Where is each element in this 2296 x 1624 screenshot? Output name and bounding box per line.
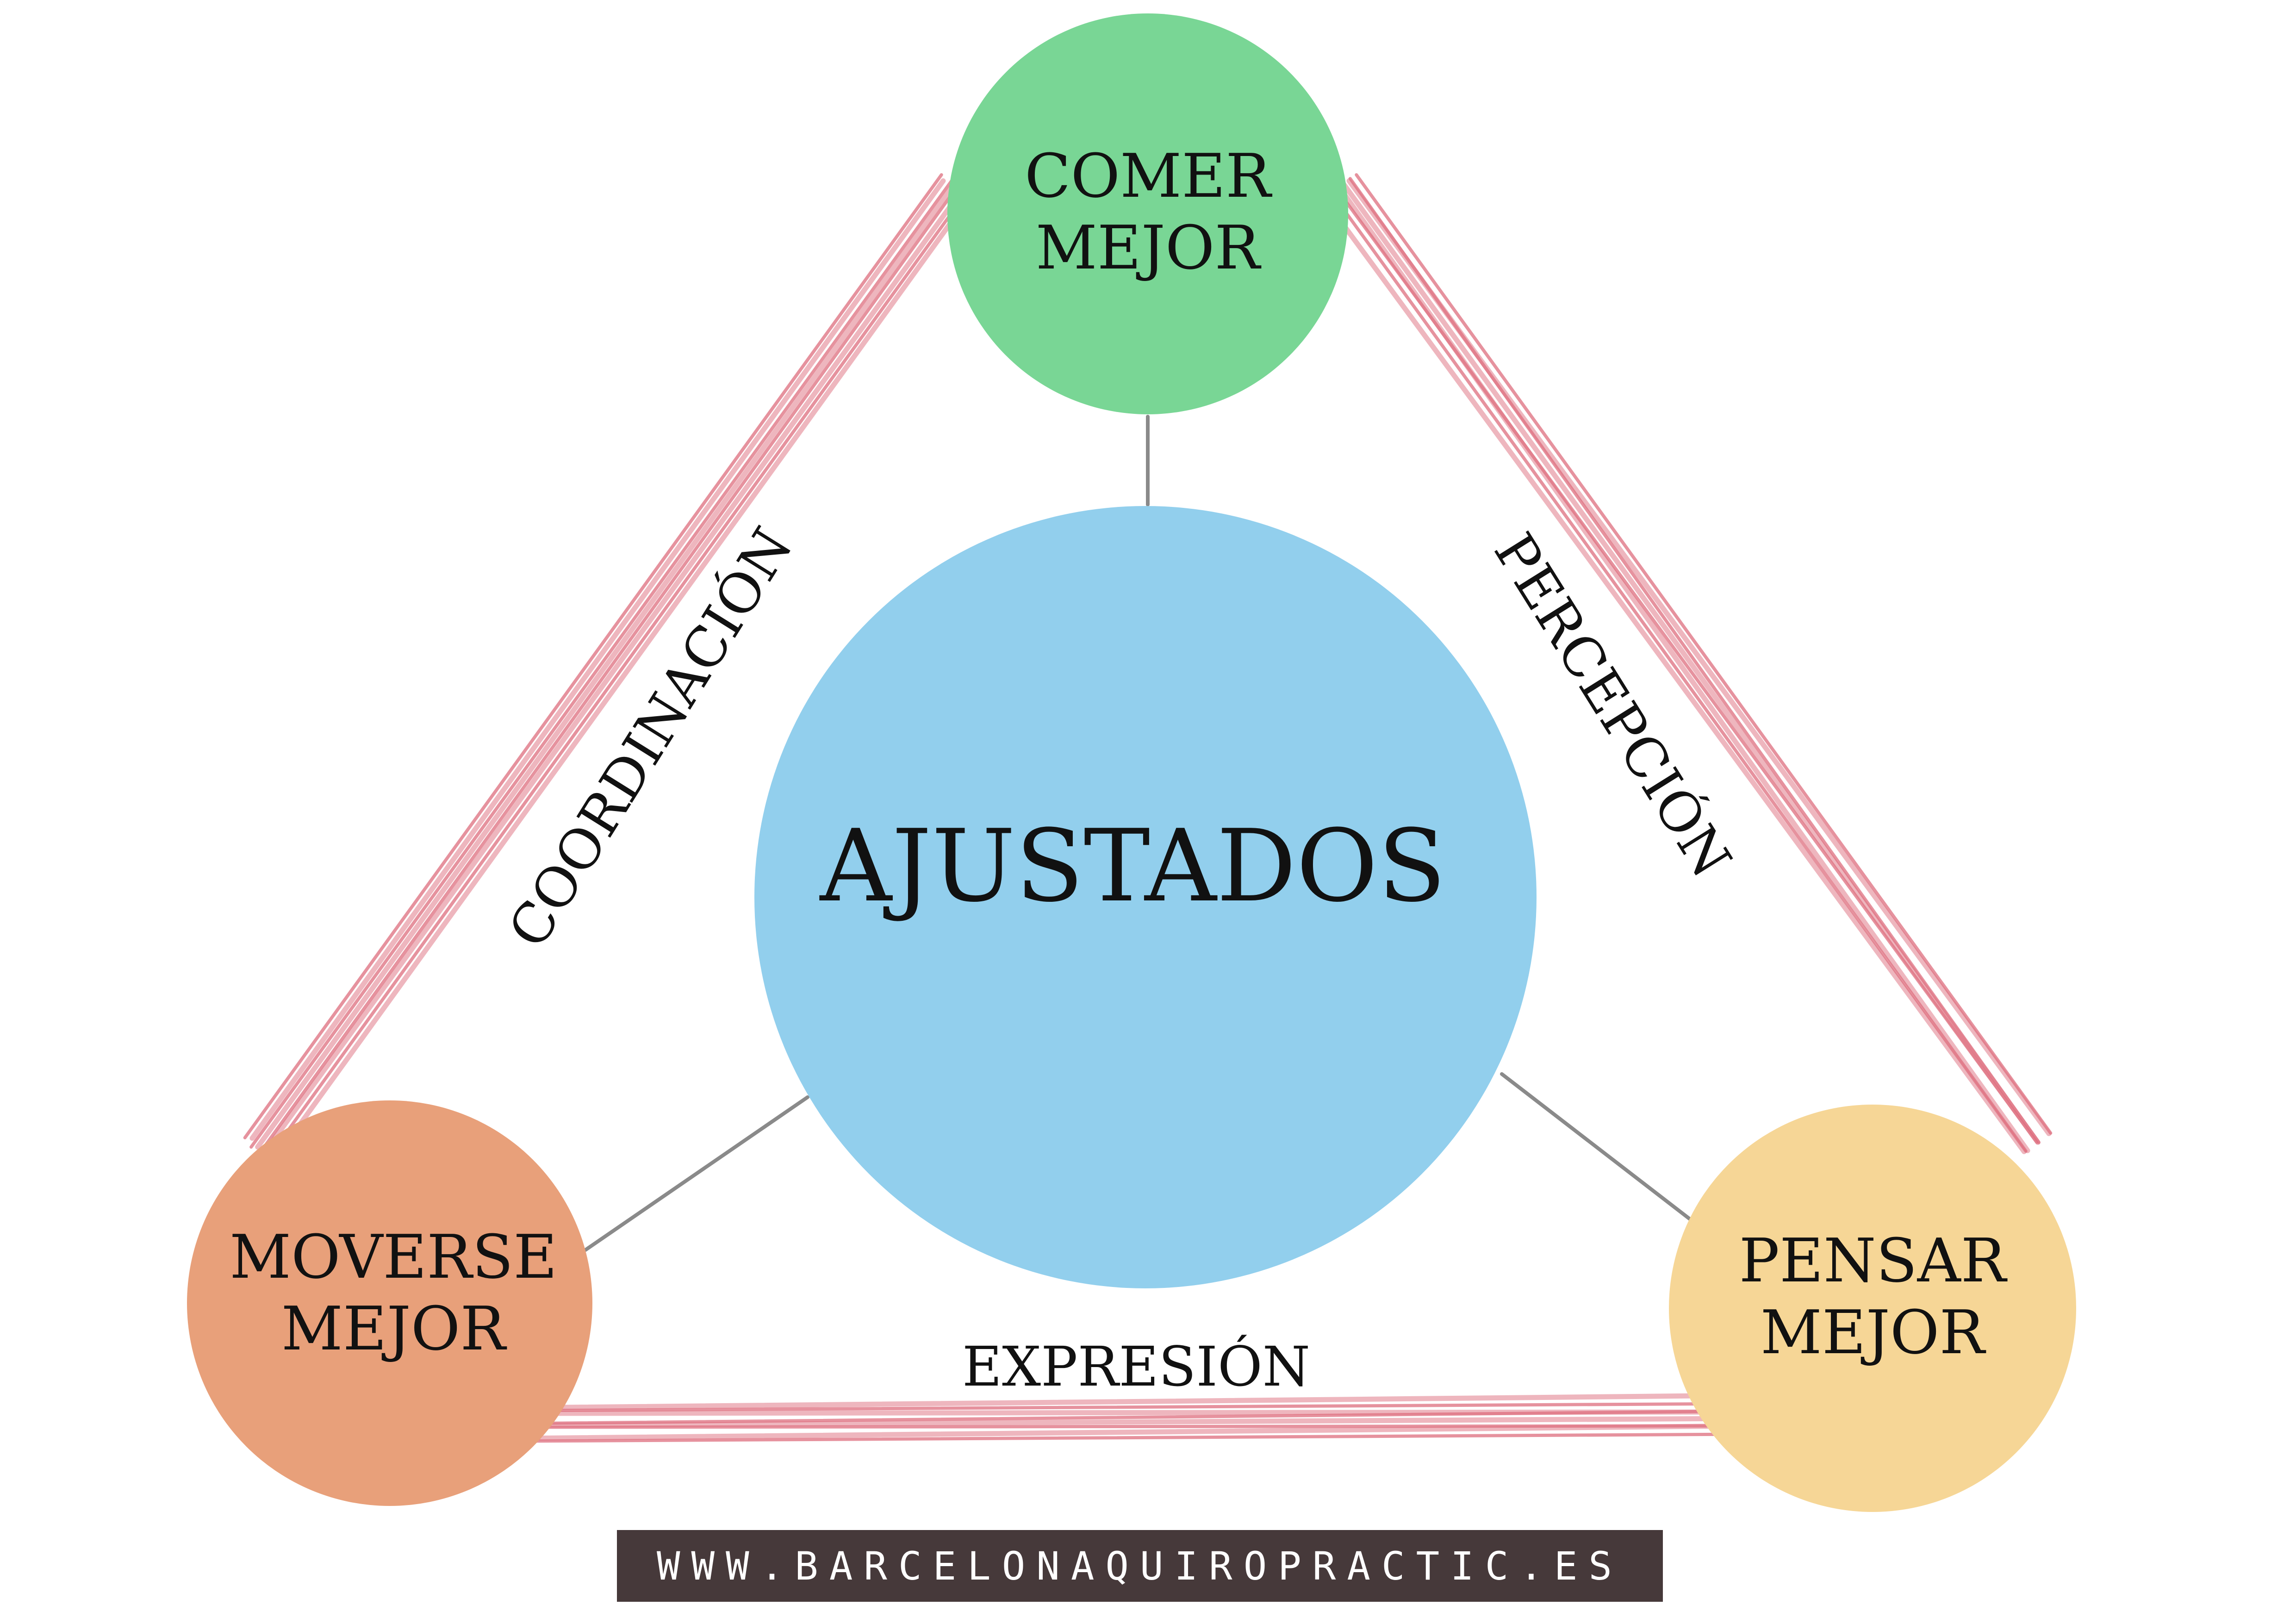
triangle-bottom-stroke — [517, 1423, 1750, 1441]
triangle-right-stroke — [1330, 191, 2028, 1153]
triangle-bottom-stroke — [521, 1402, 1747, 1412]
triangle-bottom-stroke — [520, 1416, 1748, 1428]
node-center-label: AJUSTADOS — [819, 808, 1446, 924]
triangle-left-stroke — [260, 184, 967, 1158]
node-right-label-line-1: PENSAR — [1739, 1225, 2008, 1296]
node-top-label-line-2: MEJOR — [1036, 212, 1262, 283]
triangle-right-stroke — [1341, 181, 2041, 1145]
triangle-left-stroke — [268, 191, 968, 1158]
node-pensar-mejor-circle — [1669, 1105, 2076, 1512]
node-left-label-line-2: MEJOR — [281, 1293, 507, 1364]
node-right-label-line-2: MEJOR — [1761, 1297, 1986, 1368]
website-url-text[interactable]: WWW.BARCELONAQUIROPRACTIC.ES — [656, 1543, 1624, 1589]
triangle-left-stroke — [243, 173, 943, 1140]
triangle-left-stroke — [255, 181, 957, 1150]
connector-center-left — [584, 1095, 809, 1252]
triangle-bottom-stroke — [521, 1432, 1747, 1443]
triangle-bottom-stroke — [518, 1409, 1749, 1425]
triangle-left-stroke — [249, 177, 955, 1149]
edge-label-expresion: EXPRESIÓN — [962, 1335, 1310, 1399]
triangle-right-stroke — [1355, 173, 2053, 1135]
connector-center-right — [1500, 1072, 1696, 1224]
node-ajustados-circle — [754, 506, 1537, 1288]
triangle-left-stroke — [249, 178, 946, 1141]
triangle-bottom-stroke — [517, 1393, 1750, 1411]
node-comer-mejor-circle — [947, 13, 1348, 414]
triangle-right-stroke — [1346, 178, 2052, 1137]
node-top-label-line-1: COMER — [1025, 141, 1272, 211]
triangle-left-stroke — [274, 196, 971, 1159]
connectors — [584, 415, 1696, 1252]
website-url-banner: WWW.BARCELONAQUIROPRACTIC.ES — [617, 1530, 1663, 1602]
node-moverse-mejor-circle — [187, 1100, 592, 1506]
node-left-label-line-1: MOVERSE — [230, 1222, 557, 1292]
triangle-left-stroke — [262, 188, 957, 1149]
triangle-outline — [243, 173, 2053, 1443]
triangle-right-stroke — [1322, 196, 2027, 1155]
